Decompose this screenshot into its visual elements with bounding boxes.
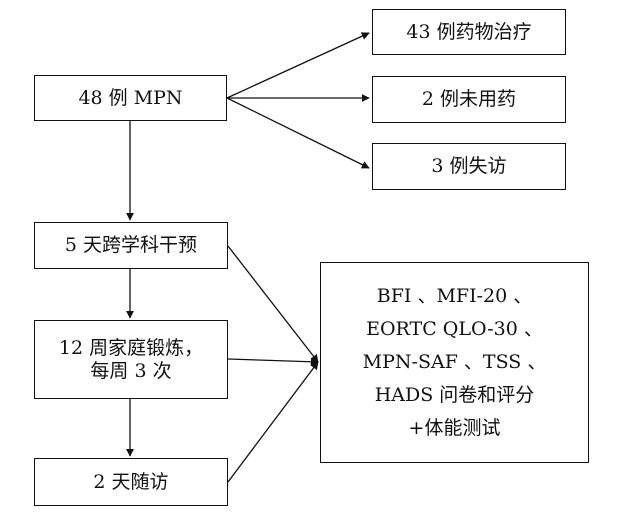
no-drug-branch-label: 2 例未用药	[421, 88, 517, 111]
follow-up-box: 2 天随访	[34, 458, 228, 506]
measures-line-4: HADS 问卷和评分	[374, 384, 535, 406]
arrow-followup-to-measures	[227, 361, 319, 483]
measures-line-2: EORTC QLO-30 、	[366, 318, 543, 340]
intervention-box: 5 天跨学科干预	[34, 222, 228, 269]
arrow-start-to-lost	[226, 97, 370, 169]
medication-branch-label: 43 例药物治疗	[406, 20, 532, 43]
follow-up-label: 2 天随访	[93, 470, 169, 493]
measures-line-1: BFI 、MFI-20 、	[376, 285, 533, 307]
home-exercise-line-2: 每周 3 次	[90, 359, 172, 382]
lost-to-follow-up-label: 3 例失访	[431, 155, 507, 178]
lost-to-follow-up-box: 3 例失访	[372, 143, 566, 190]
measures-line-5: +体能测试	[408, 417, 501, 439]
medication-branch-box: 43 例药物治疗	[372, 9, 566, 55]
home-exercise-line-1: 12 周家庭锻炼，	[58, 336, 204, 359]
arrow-home-to-measures	[227, 357, 319, 366]
arrow-start-to-medication	[226, 32, 370, 99]
arrow-intervention-to-measures	[227, 245, 319, 363]
measures-box: BFI 、MFI-20 、 EORTC QLO-30 、 MPN-SAF 、TS…	[320, 262, 589, 463]
no-drug-branch-box: 2 例未用药	[372, 76, 566, 123]
intervention-label: 5 天跨学科干预	[64, 234, 198, 257]
measures-line-3: MPN-SAF 、TSS 、	[362, 351, 547, 373]
home-exercise-box: 12 周家庭锻炼， 每周 3 次	[34, 320, 228, 399]
start-label: 48 例 MPN	[78, 86, 183, 109]
start-box: 48 例 MPN	[34, 75, 227, 121]
